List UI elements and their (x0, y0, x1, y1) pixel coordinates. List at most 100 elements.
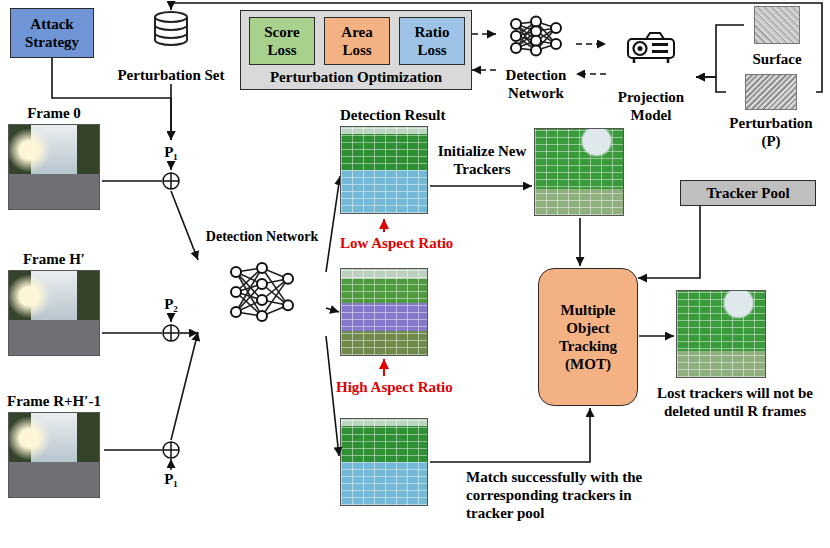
pool-box: Tracker Pool (680, 180, 816, 206)
loss-box: Ratio Loss (399, 17, 465, 65)
loss-box: Score Loss (249, 17, 315, 65)
node-text: Surface (744, 50, 810, 68)
flow-arrow (326, 308, 339, 312)
node-text: Score Loss (253, 23, 311, 59)
icon-part (531, 17, 541, 27)
connector (171, 332, 198, 440)
flow-arrow (430, 408, 590, 462)
icon-part (531, 26, 541, 36)
adder-node: P₁ (159, 440, 183, 490)
icon-part (628, 39, 674, 58)
icon-part (163, 325, 179, 341)
annotation-label: Match successfully with the correspondin… (466, 468, 681, 522)
pointer-arrow (383, 219, 385, 232)
icon-part (551, 23, 561, 33)
connector (472, 33, 496, 35)
connector (696, 77, 726, 92)
connector (102, 180, 162, 182)
flow-arrow (639, 335, 674, 337)
frame-image (8, 270, 100, 356)
node-text: Detection Result (340, 106, 470, 124)
strategy-box: Attack Strategy (10, 8, 94, 58)
network-node: Detection Network (198, 228, 326, 340)
node-text: P₁ (159, 470, 183, 488)
icon-part (638, 46, 643, 51)
projector-node: Projection Model (606, 30, 696, 124)
icon-part (163, 173, 179, 189)
node-text: P₁ (159, 143, 183, 161)
icon-part (531, 45, 541, 55)
connector (180, 332, 198, 334)
icon-part (155, 12, 187, 22)
node-text: Frame 0 (6, 104, 102, 122)
connector (104, 449, 162, 451)
icon-part (155, 25, 187, 38)
node-text: Detection Network (198, 228, 326, 246)
frame-node: Frame 0 (6, 104, 102, 210)
projector-icon (626, 30, 676, 66)
icon-part (163, 442, 179, 458)
flow-arrow (579, 218, 581, 266)
icon-part (170, 161, 172, 170)
annotation-label: Low Aspect Ratio (340, 234, 453, 252)
icon-part (652, 43, 668, 46)
database-icon (151, 10, 191, 48)
flow-arrow (326, 336, 339, 456)
adder-node: P₁ (159, 140, 183, 191)
icon-part (163, 173, 179, 189)
network-icon (230, 252, 294, 332)
network-node: Detection Network (496, 12, 576, 102)
icon-part (257, 279, 267, 289)
node-text: Projection Model (606, 88, 696, 124)
node-text: Perturbation Optimization (244, 68, 468, 86)
node-text: Area Loss (328, 23, 386, 59)
connector (576, 73, 606, 75)
connector (576, 43, 606, 45)
perturbation-image (745, 74, 797, 110)
icon-part (163, 325, 179, 341)
loss-box: Area Loss (324, 17, 390, 65)
annotation-label: High Aspect Ratio (336, 378, 453, 396)
icon-part (646, 33, 664, 39)
tracker-image (676, 290, 766, 378)
icon-part (231, 267, 241, 277)
node-text: Tracker Pool (684, 184, 812, 202)
node-text: Detection Network (496, 66, 576, 102)
frame-node: Frame H′ (6, 250, 102, 356)
icon-part (257, 263, 267, 273)
connector (170, 84, 172, 140)
icon-part (652, 50, 668, 53)
frame-node: Frame R+H′-1 (4, 392, 104, 498)
adder-symbol (159, 161, 183, 191)
node-text: Perturbation Set (109, 66, 233, 84)
connector (472, 69, 496, 71)
detection-image (340, 126, 428, 214)
adder-symbol (159, 440, 183, 470)
detection-node: Detection Result (340, 106, 470, 216)
pointer-arrow (383, 359, 385, 376)
frame-image (8, 412, 100, 498)
node-text: Ratio Loss (403, 23, 461, 59)
icon-part (257, 295, 267, 305)
connector (171, 191, 198, 260)
connector (638, 206, 700, 278)
icon-part (170, 313, 172, 322)
network-icon (510, 12, 562, 60)
node-text: P₂ (159, 295, 183, 313)
node-text: Multiple Object Tracking (MOT) (542, 301, 634, 373)
icon-part (163, 442, 179, 458)
icon-part (511, 43, 521, 53)
connector (102, 332, 162, 334)
icon-part (231, 287, 241, 297)
adder-symbol (159, 313, 183, 343)
icon-part (551, 39, 561, 49)
tracking-box: Multiple Object Tracking (MOT) (538, 268, 638, 406)
node-text: Frame H′ (6, 250, 102, 268)
node-text: Attack Strategy (14, 15, 90, 51)
surface-image (754, 6, 800, 44)
adder-node: P₂ (159, 292, 183, 343)
icon-part (283, 300, 293, 310)
perturbation-node: Perturbation (P) (726, 74, 816, 150)
icon-part (634, 58, 668, 63)
icon-part (531, 36, 541, 46)
